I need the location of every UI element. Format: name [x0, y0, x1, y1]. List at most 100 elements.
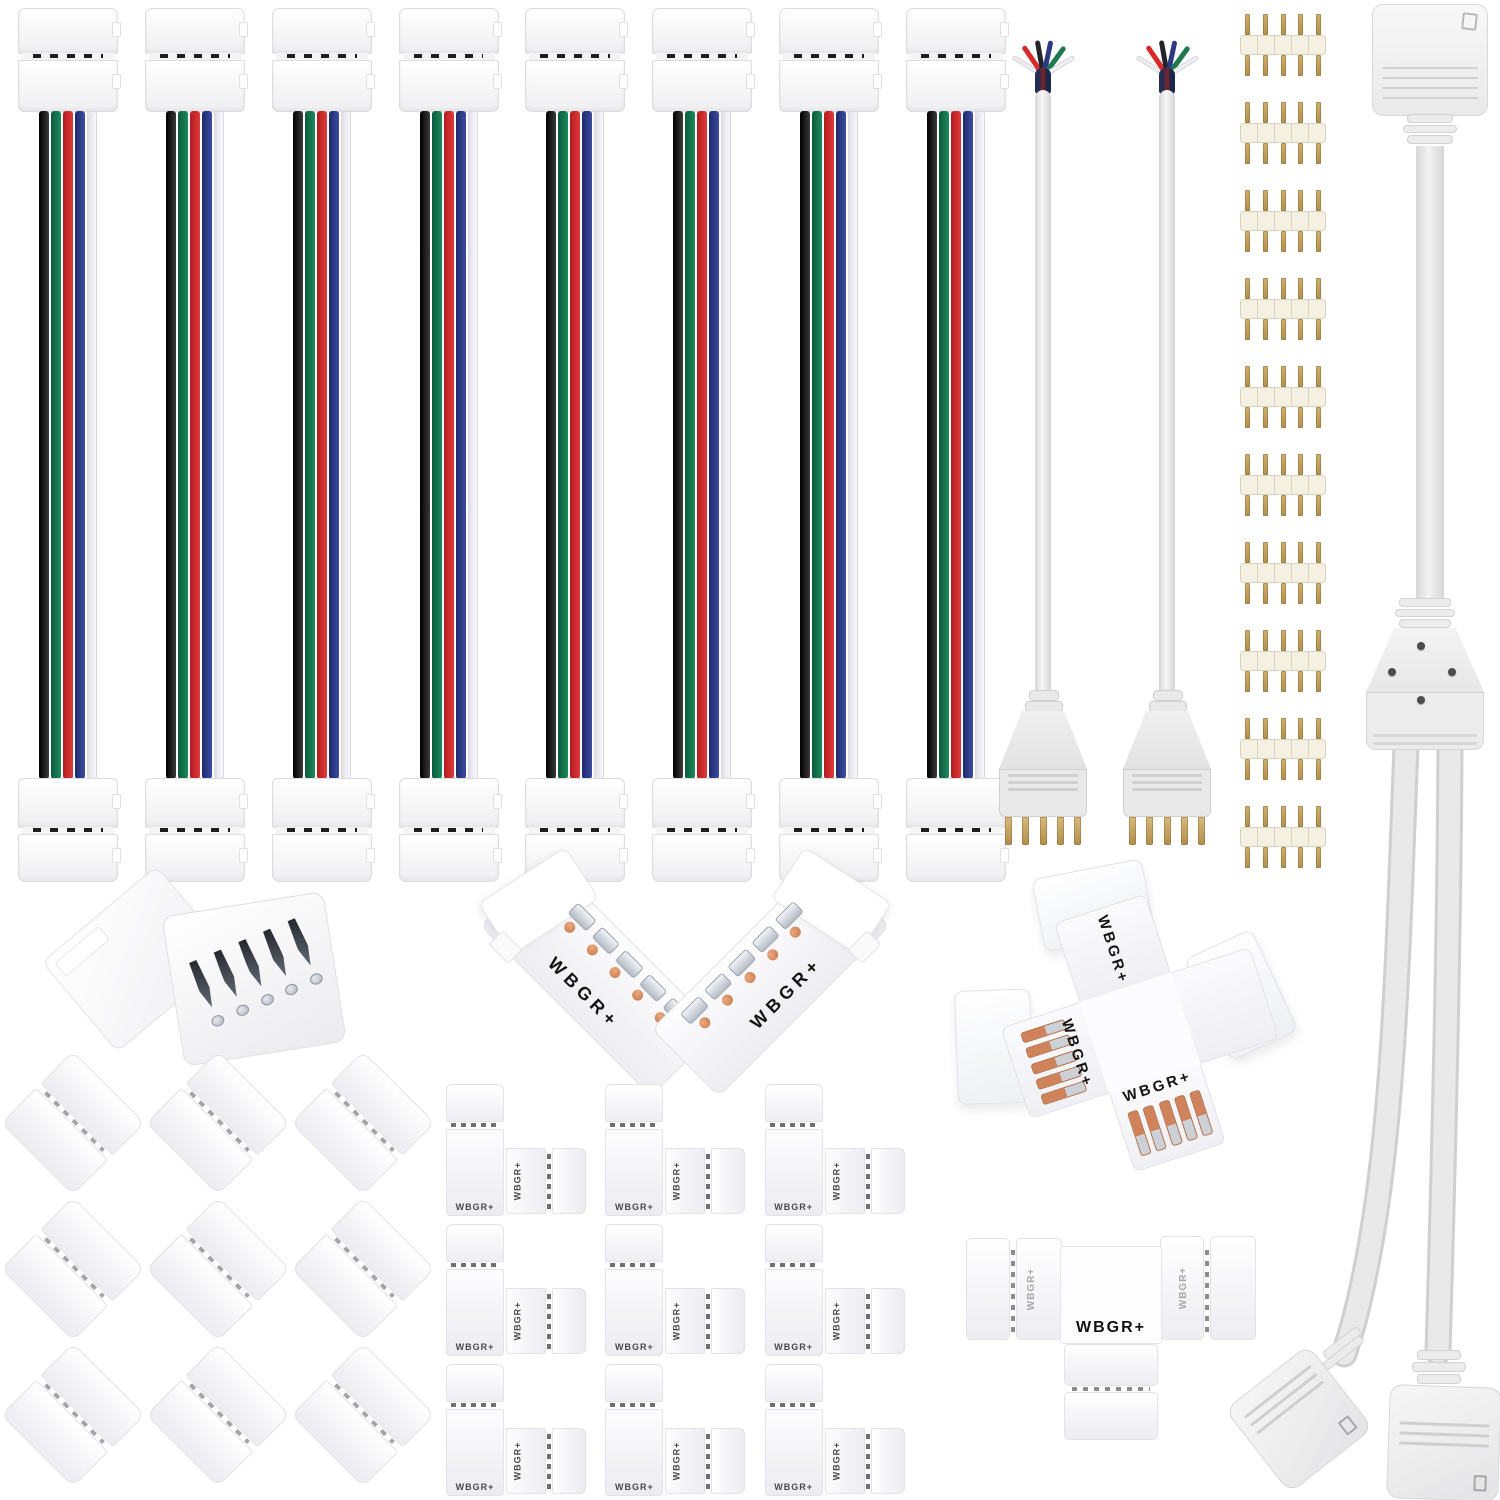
gold-pin — [1316, 231, 1321, 252]
head-groove — [1399, 1431, 1490, 1438]
wire-green — [938, 111, 949, 779]
gold-pin — [1262, 366, 1268, 387]
strip-clip-connector-bottom — [652, 778, 756, 882]
pin-order-label: WBGR+ — [831, 1441, 842, 1481]
body-ridge — [1008, 788, 1078, 791]
gold-pin — [1262, 102, 1268, 123]
square-clip-group — [0, 1050, 436, 1488]
clip-lid — [711, 1428, 746, 1494]
square-clip-cell — [291, 1050, 436, 1196]
wire-blue — [836, 111, 847, 779]
wire-white — [848, 111, 859, 779]
head-groove — [1382, 87, 1478, 89]
pin-order-label: WBGR+ — [614, 1482, 654, 1492]
clip-latch-tab — [619, 22, 629, 37]
pin-order-label: WBGR+ — [614, 1202, 654, 1212]
gold-pin — [1280, 454, 1286, 475]
gold-pin — [1262, 231, 1268, 252]
header-plastic-bar — [1240, 387, 1326, 407]
gold-pin — [1262, 671, 1268, 692]
gold-pin — [1298, 319, 1304, 340]
molded-mark-icon — [1461, 12, 1478, 31]
clip-lid — [552, 1428, 586, 1494]
solder-pad-dashes — [540, 54, 611, 58]
clip-base — [525, 60, 626, 112]
body-ridge — [1008, 774, 1078, 777]
strip-clip-connector-top — [18, 8, 121, 112]
clip-latch-tab — [619, 848, 629, 863]
solder-pad-dashes — [159, 828, 230, 832]
solder-pad-dashes — [920, 828, 991, 832]
clip-latch-tab — [492, 848, 502, 863]
clip-lid — [652, 8, 753, 54]
clip-base — [652, 60, 753, 112]
body-ridge — [1132, 781, 1202, 784]
gold-pin — [1298, 366, 1304, 387]
clip-lid — [552, 1148, 586, 1214]
wire-twist — [1035, 68, 1051, 94]
wire-red — [824, 111, 835, 779]
copper-pad — [764, 947, 781, 963]
splitter-junction-taper — [1366, 628, 1484, 692]
gold-pin — [1245, 407, 1250, 428]
strain-relief-ring — [1399, 598, 1451, 607]
molded-mark-icon — [1337, 1415, 1358, 1436]
l-shape-connector: WBGR+ WBGR+ — [605, 1364, 746, 1496]
strain-relief-ring — [1407, 114, 1453, 123]
pin-order-label: WBGR+ — [455, 1342, 495, 1352]
pin-order-label: WBGR+ — [774, 1482, 814, 1492]
splitter-input-cable — [1416, 146, 1444, 604]
clip-base — [652, 778, 753, 828]
gold-pin — [1262, 14, 1268, 35]
gold-pin — [1280, 847, 1286, 868]
header-plastic-bar — [1240, 299, 1326, 319]
l-connector-cell: WBGR+ WBGR+ — [597, 1082, 756, 1222]
pigtail-group — [998, 12, 1212, 848]
strip-jumper-cable — [18, 8, 121, 882]
clip-base — [506, 1148, 546, 1214]
clip-latch-tab — [112, 848, 121, 863]
header-pins-bottom — [1245, 319, 1321, 340]
clip-latch-tab — [619, 74, 629, 89]
wire-blue — [582, 111, 593, 779]
clip-lid — [605, 1364, 664, 1402]
clip-slot — [783, 53, 876, 60]
copper-pad — [742, 969, 758, 986]
gold-pin — [1298, 671, 1304, 692]
l-vertical-leg: WBGR+ — [605, 1084, 664, 1216]
clip-lid — [446, 1224, 504, 1262]
l-horizontal-leg: WBGR+ — [665, 1428, 746, 1494]
clip-lid — [711, 1288, 746, 1354]
clip-lid — [18, 8, 118, 54]
clip-latch-tab — [873, 794, 883, 809]
cross-connector-open: WBGR+ WBGR+ WBGR+ — [954, 850, 1322, 1215]
4pin-male-header — [1240, 102, 1326, 164]
clip-latch-tab — [492, 22, 502, 37]
4pin-male-header — [1240, 366, 1326, 428]
connector-body — [999, 769, 1087, 817]
copper-pad — [561, 919, 578, 936]
male-pin-row — [1005, 817, 1081, 845]
gold-pin — [1180, 817, 1188, 845]
header-pins-top — [1245, 630, 1321, 651]
clip-lid — [905, 8, 1006, 54]
strip-clip-connector-top — [905, 8, 1009, 112]
gold-pin — [1298, 718, 1304, 739]
solder-pad-dashes — [920, 54, 991, 58]
solder-pad-dashes — [706, 1153, 711, 1209]
clip-latch-tab — [365, 848, 375, 863]
clip-latch-tab — [238, 22, 248, 37]
white-cable — [1035, 90, 1051, 696]
junction-dot — [1417, 642, 1425, 650]
header-pins-bottom — [1245, 495, 1321, 516]
clip-latch-tab — [873, 74, 883, 89]
clip-base — [764, 1129, 823, 1216]
tooth-rivet — [209, 1013, 226, 1029]
gold-pin — [1245, 454, 1250, 475]
clip-base — [144, 778, 245, 828]
pin-order-label: WBGR+ — [774, 1342, 814, 1352]
clip-lid — [870, 1428, 905, 1494]
gold-pin — [1074, 817, 1081, 845]
gold-pin — [1298, 143, 1304, 164]
